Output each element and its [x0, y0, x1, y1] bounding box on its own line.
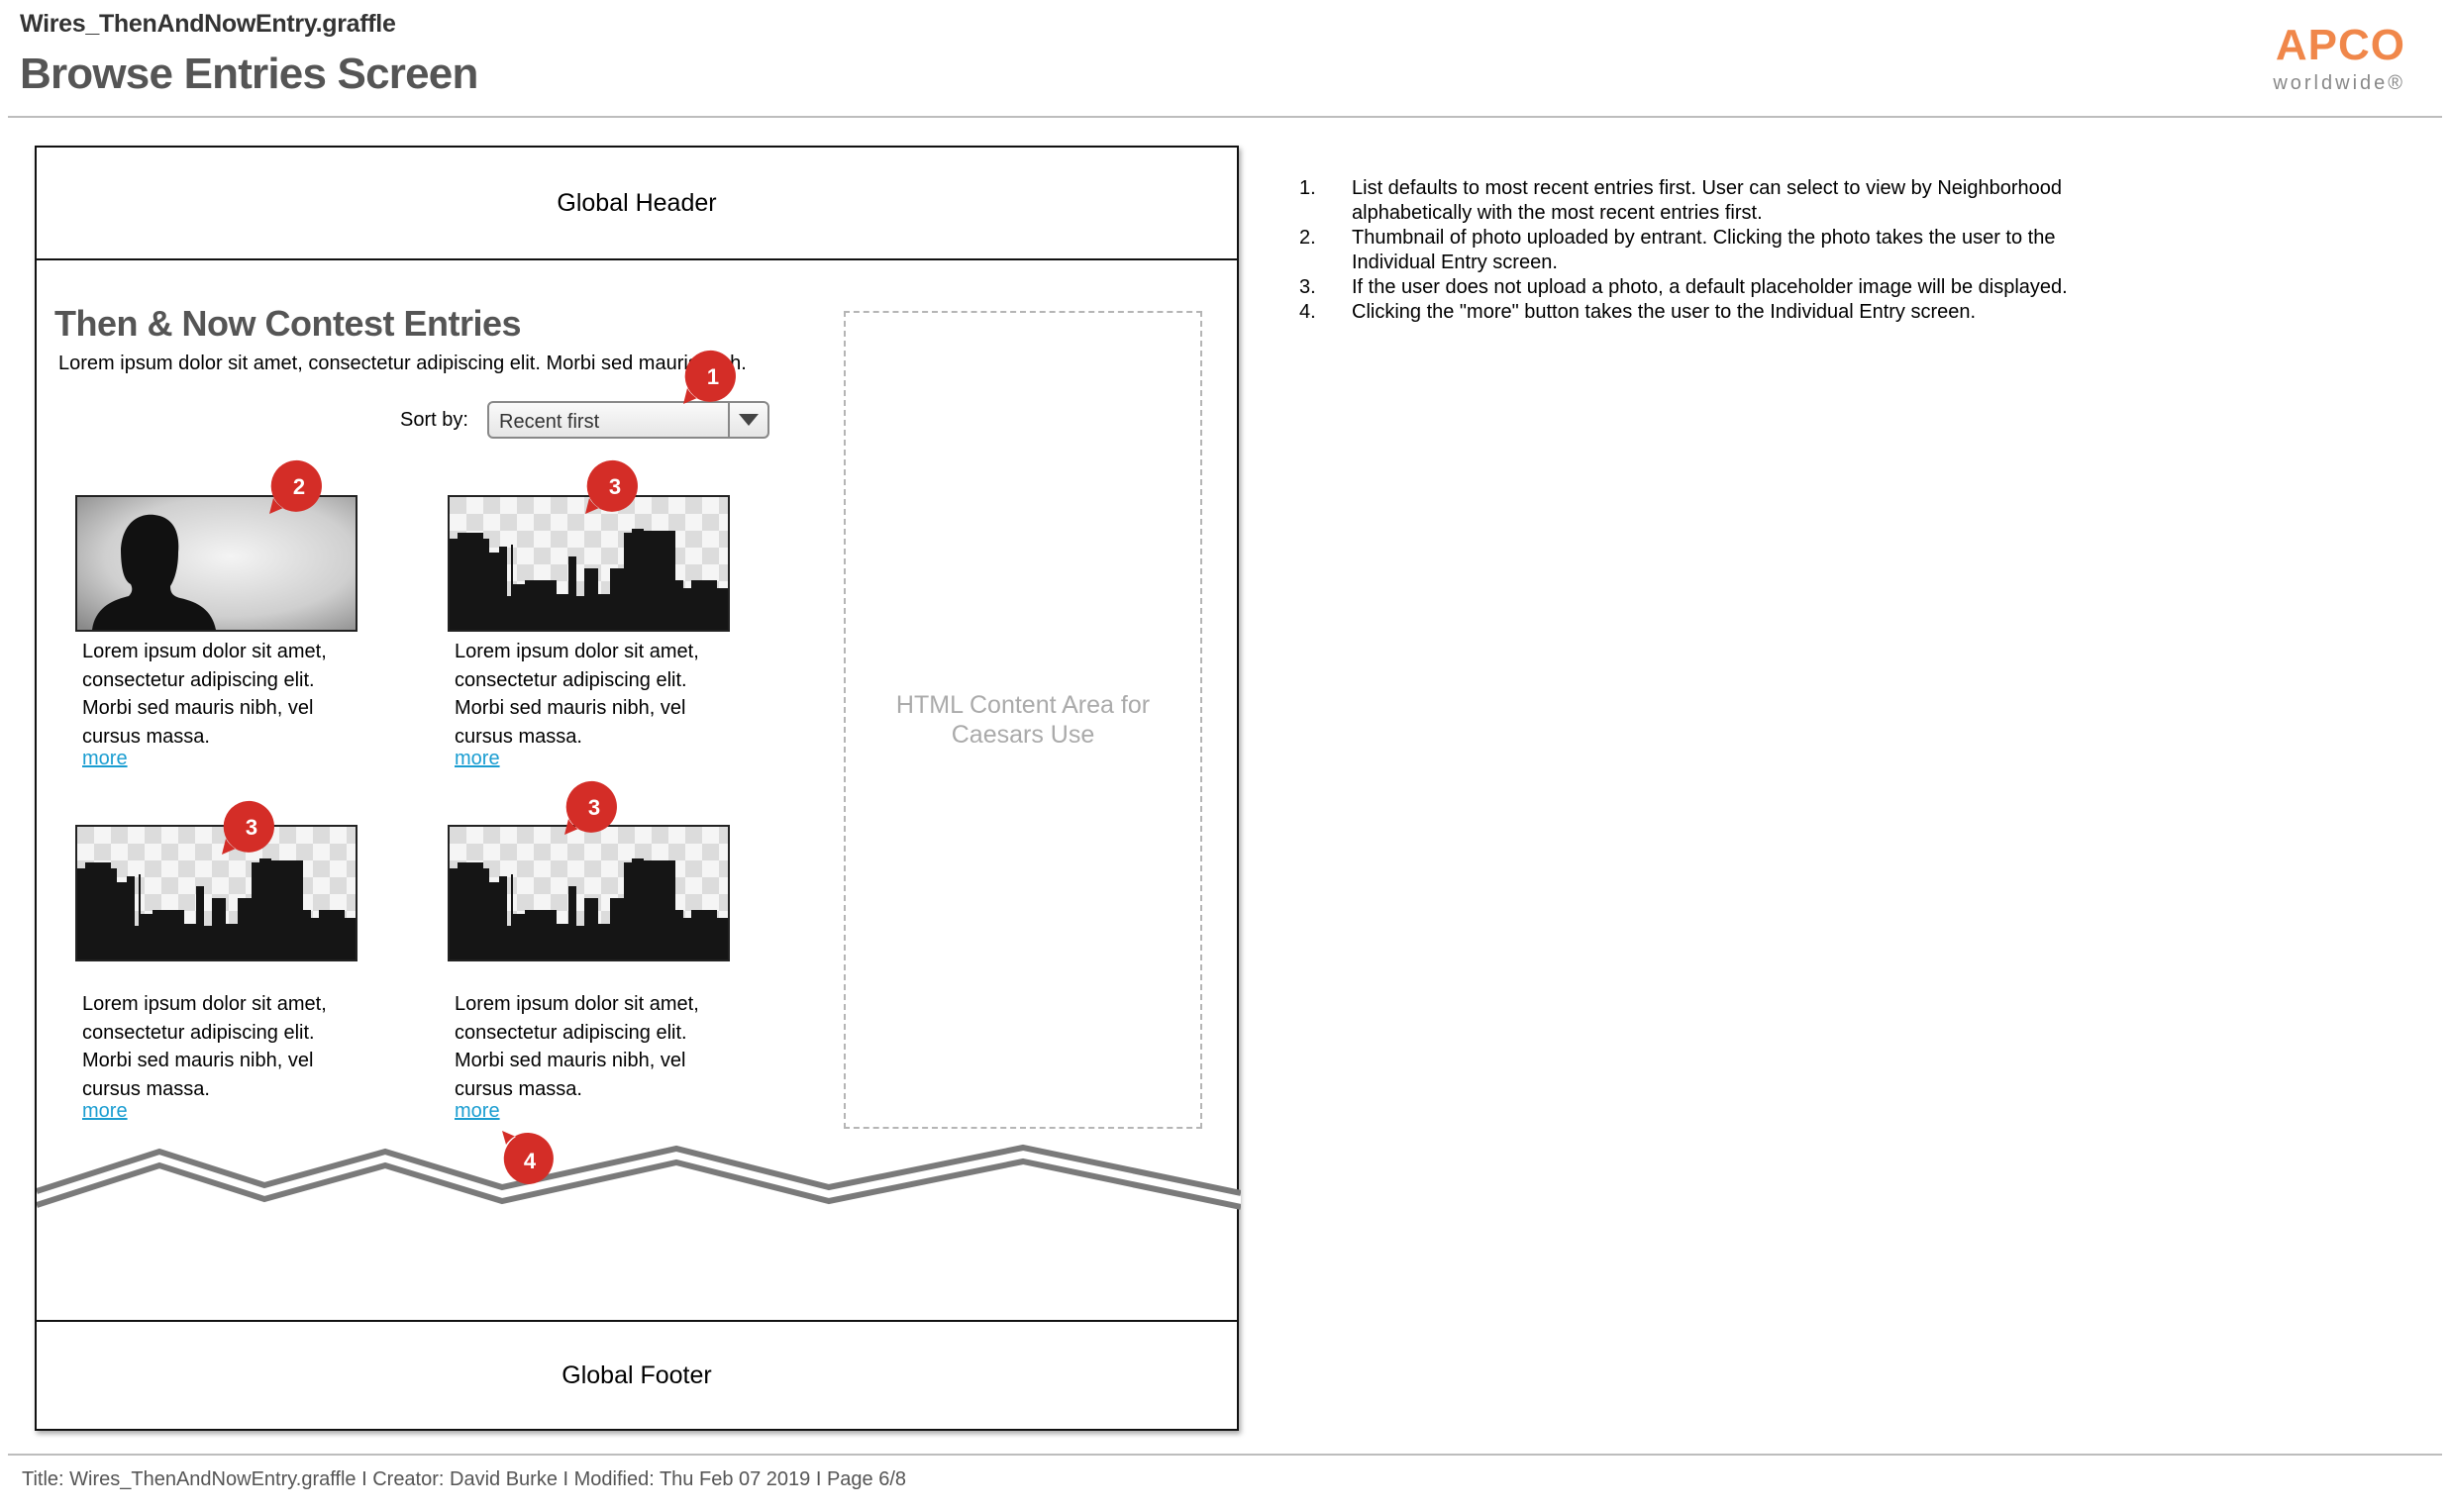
person-silhouette-image — [77, 497, 356, 630]
contest-title: Then & Now Contest Entries — [54, 303, 521, 345]
dropdown-button[interactable] — [728, 403, 767, 437]
global-footer-label: Global Footer — [561, 1361, 711, 1390]
annotation-notes: 1. List defaults to most recent entries f… — [1299, 176, 2111, 325]
entry-description: Lorem ipsum dolor sit amet, consectetur … — [455, 990, 732, 1103]
footer-divider — [8, 1454, 2442, 1456]
global-header: Global Header — [37, 148, 1237, 260]
entry-description: Lorem ipsum dolor sit amet, consectetur … — [82, 990, 359, 1103]
sort-dropdown[interactable]: Recent first — [487, 401, 769, 439]
global-header-label: Global Header — [557, 189, 716, 218]
more-link[interactable]: more — [82, 1100, 128, 1123]
more-link[interactable]: more — [455, 748, 500, 770]
note-number: 1. — [1299, 176, 1316, 201]
callout-number: 3 — [246, 815, 257, 840]
entry-thumbnail[interactable] — [75, 495, 357, 632]
sort-label: Sort by: — [400, 409, 468, 432]
html-content-area: HTML Content Area for Caesars Use — [844, 311, 1202, 1129]
note-item: 3. If the user does not upload a photo, a… — [1299, 275, 2111, 300]
chevron-down-icon — [739, 414, 759, 426]
global-footer: Global Footer — [37, 1320, 1237, 1429]
logo-tagline: worldwide® — [2257, 71, 2405, 95]
note-number: 2. — [1299, 226, 1316, 251]
apco-logo: APCO worldwide® — [2257, 22, 2405, 101]
header-divider — [8, 116, 2442, 118]
more-link[interactable]: more — [82, 748, 128, 770]
callout-marker-3: 3 — [564, 779, 620, 835]
note-text: Clicking the "more" button takes the use… — [1352, 301, 1976, 323]
note-text: List defaults to most recent entries fir… — [1352, 177, 2062, 224]
entry-thumbnail[interactable] — [448, 825, 730, 961]
document-metadata-footer: Title: Wires_ThenAndNowEntry.graffle I C… — [22, 1468, 906, 1491]
note-item: 4. Clicking the "more" button takes the u… — [1299, 300, 2111, 325]
skyline-placeholder-image — [450, 827, 728, 959]
note-text: If the user does not upload a photo, a d… — [1352, 276, 2068, 298]
more-link[interactable]: more — [455, 1100, 500, 1123]
page-title: Browse Entries Screen — [20, 50, 478, 99]
entry-thumbnail[interactable] — [75, 825, 357, 961]
entry-thumbnail[interactable] — [448, 495, 730, 632]
note-item: 2. Thumbnail of photo uploaded by entrant… — [1299, 226, 2111, 275]
callout-number: 2 — [293, 474, 305, 499]
file-title: Wires_ThenAndNowEntry.graffle — [20, 10, 396, 39]
callout-marker-3: 3 — [585, 458, 641, 514]
callout-number: 4 — [524, 1149, 537, 1173]
sort-selected-value: Recent first — [499, 411, 599, 434]
entry-description: Lorem ipsum dolor sit amet, consectetur … — [455, 638, 732, 751]
logo-wordmark: APCO — [2257, 22, 2405, 69]
content-area-label: HTML Content Area for Caesars Use — [884, 690, 1162, 750]
entry-description: Lorem ipsum dolor sit amet, consectetur … — [82, 638, 359, 751]
wireframe-frame: Global Header Then & Now Contest Entries… — [35, 146, 1239, 1431]
callout-marker-4: 4 — [502, 1131, 558, 1186]
note-item: 1. List defaults to most recent entries f… — [1299, 176, 2111, 226]
callout-number: 3 — [588, 795, 600, 820]
callout-number: 1 — [707, 364, 719, 389]
contest-intro: Lorem ipsum dolor sit amet, consectetur … — [58, 353, 747, 375]
callout-number: 3 — [609, 474, 621, 499]
page-break-zigzag — [37, 1138, 1241, 1266]
skyline-placeholder-image — [77, 827, 356, 959]
note-text: Thumbnail of photo uploaded by entrant. … — [1352, 227, 2055, 273]
note-number: 4. — [1299, 300, 1316, 325]
callout-marker-1: 1 — [683, 349, 739, 404]
callout-marker-3: 3 — [222, 799, 277, 855]
skyline-placeholder-image — [450, 497, 728, 630]
note-number: 3. — [1299, 275, 1316, 300]
callout-marker-2: 2 — [269, 458, 325, 514]
